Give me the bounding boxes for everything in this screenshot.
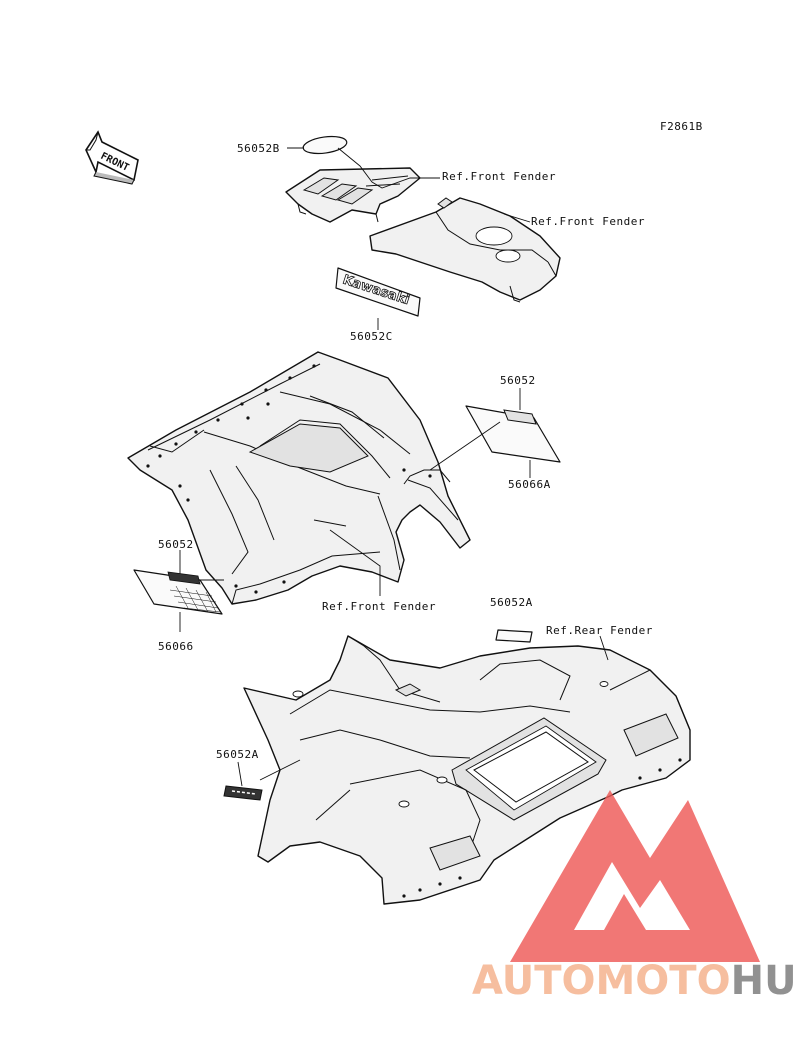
decal-56052a-top (495, 629, 533, 643)
front-fender-main (127, 351, 471, 605)
callout-56066: 56066 (158, 640, 194, 653)
leader-lines (179, 147, 609, 787)
decal-56052a-left (223, 785, 263, 801)
callout-56066a: 56066A (508, 478, 551, 491)
automotohub-watermark: AUTOMOTOHUB (472, 790, 800, 1004)
figure-code: F2861B (660, 120, 703, 133)
decal-56052c: Kawasaki (335, 267, 421, 317)
watermark-part2: HUB (731, 958, 800, 1004)
callout-56052c: 56052C (350, 330, 393, 343)
decal-56052-left (167, 571, 201, 585)
callout-56052a-top: 56052A (490, 596, 533, 609)
callout-56052-left: 56052 (158, 538, 194, 551)
callout-ref-front-fender-2: Ref.Front Fender (531, 215, 645, 228)
rear-fender (243, 629, 691, 905)
front-direction-arrow: FRONT (85, 130, 139, 185)
callout-56052a-left: 56052A (216, 748, 259, 761)
front-fender-upper-part (285, 135, 561, 303)
callout-56052-right: 56052 (500, 374, 536, 387)
watermark-logo (510, 790, 760, 962)
callout-56052b: 56052B (237, 142, 280, 155)
callout-ref-front-fender-1: Ref.Front Fender (442, 170, 556, 183)
decal-56066 (133, 569, 223, 615)
callout-ref-front-fender-3: Ref.Front Fender (322, 600, 436, 613)
decal-56052b (302, 135, 348, 155)
decal-56066a (465, 405, 561, 463)
decal-56052-right (503, 409, 537, 425)
watermark-text: AUTOMOTOHUB (472, 958, 800, 1004)
watermark-part1: AUTOMOTO (472, 958, 731, 1004)
callout-ref-rear-fender: Ref.Rear Fender (546, 624, 653, 637)
callout-labels: 56052B Ref.Front Fender Ref.Front Fender… (158, 142, 653, 761)
